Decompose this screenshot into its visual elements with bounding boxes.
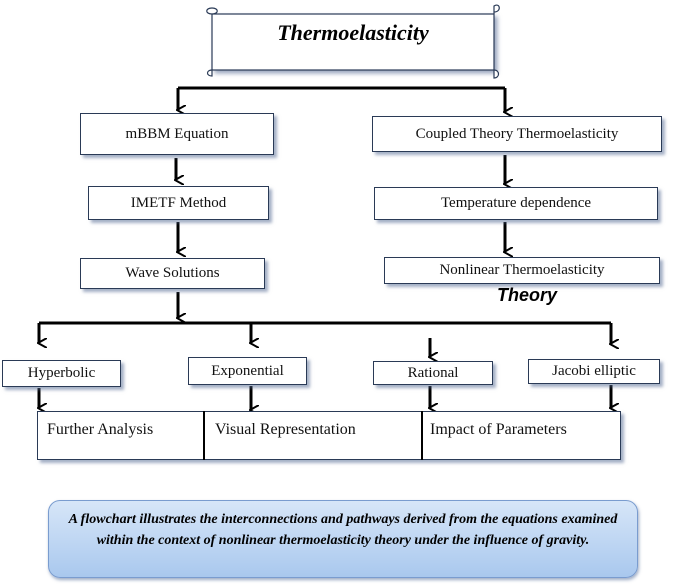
theory-label: Theory: [497, 285, 558, 305]
imetf-method-box: IMETF Method: [88, 186, 269, 220]
jacobi-elliptic-box: Jacobi elliptic: [528, 359, 660, 384]
further-analysis-cell: Further Analysis: [47, 421, 154, 438]
visual-representation-cell: Visual Representation: [215, 421, 356, 438]
diagram-title: Thermoelasticity: [277, 20, 429, 45]
outcomes-table: [37, 411, 621, 460]
title-scroll-shape: [206, 4, 500, 79]
hyperbolic-box: Hyperbolic: [2, 360, 121, 387]
mbbm-equation-box: mBBM Equation: [80, 113, 274, 155]
outcomes-divider-1: [203, 411, 205, 460]
coupled-theory-box: Coupled Theory Thermoelasticity: [372, 116, 662, 152]
nonlinear-thermoelasticity-box: Nonlinear Thermoelasticity: [384, 257, 660, 284]
caption-box: A flowchart illustrates the interconnect…: [48, 500, 638, 578]
rational-box: Rational: [373, 361, 493, 385]
impact-of-parameters-cell: Impact of Parameters: [430, 421, 567, 438]
wave-solutions-box: Wave Solutions: [80, 258, 265, 289]
exponential-box: Exponential: [188, 357, 307, 385]
temperature-dependence-box: Temperature dependence: [374, 187, 658, 220]
outcomes-divider-2: [421, 411, 423, 460]
